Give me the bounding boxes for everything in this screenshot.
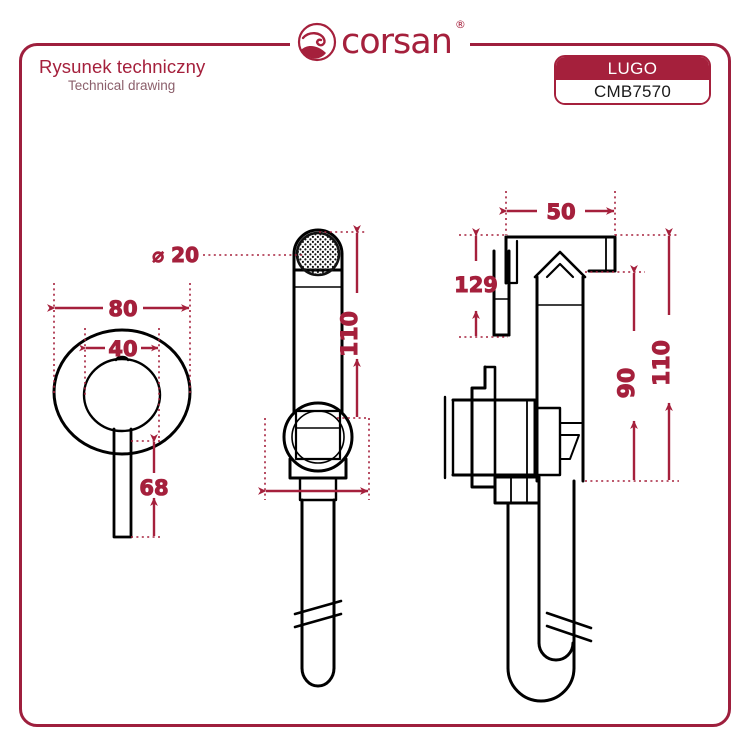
dimension-80: 80: [47, 283, 191, 393]
dimension-90: 90: [585, 265, 645, 482]
dimension-110-front-label: 110: [338, 311, 363, 357]
dimension-50-label: 50: [546, 200, 575, 224]
corsan-logo: corsan ®: [297, 18, 466, 66]
dimension-110-side: 110: [615, 228, 679, 482]
model-badge: LUGO CMB7570: [554, 55, 711, 105]
dimension-129-label: 129: [454, 273, 498, 297]
wave-circle-logo-icon: [297, 22, 337, 62]
dimension-80-label: 80: [108, 297, 137, 321]
drawing-area: 80 40 68: [19, 43, 731, 727]
dimension-90-label: 90: [615, 368, 640, 399]
dimension-50: 50: [499, 191, 616, 235]
registered-trademark-icon: ®: [454, 18, 466, 31]
page-subtitle: Technical drawing: [68, 78, 176, 93]
page-title: Rysunek techniczny: [39, 56, 206, 77]
logo-wordmark: corsan ®: [341, 19, 466, 62]
view-sprayer-side: [443, 235, 617, 703]
dimension-diameter-20: ⌀ 20: [152, 243, 305, 268]
dimension-diameter-20-label: ⌀ 20: [152, 243, 199, 267]
dimension-110-front: 110: [319, 225, 367, 419]
dimension-40: 40: [79, 328, 160, 441]
view-front-plate: [52, 328, 192, 539]
model-name: LUGO: [556, 57, 709, 80]
dimension-68-label: 68: [139, 476, 168, 500]
dimension-110-side-label: 110: [650, 340, 675, 386]
dimension-129: 129: [454, 228, 508, 338]
dimension-base-width: [258, 418, 370, 500]
view-sprayer-front: [282, 228, 354, 688]
logo-wordmark-text: corsan: [341, 22, 453, 62]
dimension-40-label: 40: [108, 337, 137, 361]
technical-drawing-svg: 80 40 68: [47, 191, 679, 703]
dimension-68: 68: [131, 434, 169, 538]
model-code: CMB7570: [556, 80, 709, 103]
